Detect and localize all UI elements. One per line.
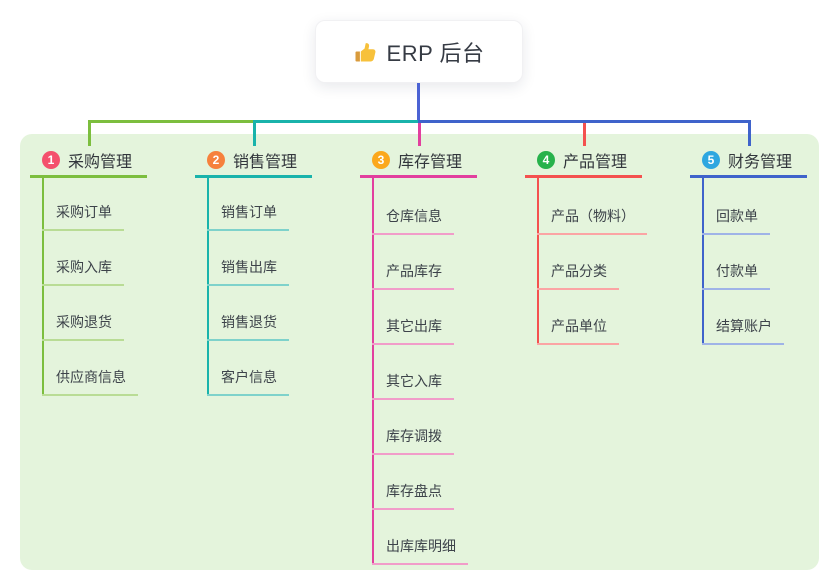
branch-label: 采购管理 [68,154,133,171]
child-node[interactable]: 客户信息 [207,367,289,396]
bus-segment-line [253,120,418,123]
branch-number-badge: 3 [372,151,390,169]
bus-segment-line [88,120,253,123]
branch-label: 销售管理 [233,154,298,171]
branch-drop-line [253,120,256,146]
root-connector-line [417,83,420,120]
branch-spine-line [537,178,539,345]
branch-number-badge: 5 [702,151,720,169]
child-node[interactable]: 其它出库 [372,316,454,345]
child-node[interactable]: 产品单位 [537,316,619,345]
child-node[interactable]: 销售出库 [207,257,289,286]
branch-spine-line [372,178,374,565]
branch-drop-line [88,120,91,146]
child-node[interactable]: 采购退货 [42,312,124,341]
branch-number-badge: 1 [42,151,60,169]
branch-underline [195,175,312,178]
branch-label: 产品管理 [563,154,628,171]
branch-label: 库存管理 [398,154,463,171]
branch-spine-line [42,178,44,396]
branch-drop-line [583,120,586,146]
branch-drop-line [748,120,751,146]
branch-underline [690,175,807,178]
branch-node-2[interactable]: 2 销售管理 [207,150,298,171]
branch-node-3[interactable]: 3 库存管理 [372,150,463,171]
branch-drop-line [418,120,421,146]
child-node[interactable]: 其它入库 [372,371,454,400]
child-node[interactable]: 销售退货 [207,312,289,341]
branch-label: 财务管理 [728,154,793,171]
child-node[interactable]: 结算账户 [702,316,784,345]
root-node-label: ERP 后台 [386,40,485,66]
child-node[interactable]: 库存调拨 [372,426,454,455]
child-node[interactable]: 产品库存 [372,261,454,290]
child-node[interactable]: 仓库信息 [372,206,454,235]
child-node[interactable]: 供应商信息 [42,367,138,396]
branch-number-badge: 4 [537,151,555,169]
child-node[interactable]: 出库库明细 [372,536,468,565]
branch-spine-line [702,178,704,345]
child-node[interactable]: 回款单 [702,206,770,235]
bus-segment-line [418,120,751,123]
branch-underline [360,175,477,178]
child-node[interactable]: 付款单 [702,261,770,290]
branch-node-5[interactable]: 5 财务管理 [702,150,793,171]
branch-spine-line [207,178,209,396]
child-node[interactable]: 产品分类 [537,261,619,290]
child-node[interactable]: 采购入库 [42,257,124,286]
child-node[interactable]: 销售订单 [207,202,289,231]
branch-underline [525,175,642,178]
child-node[interactable]: 采购订单 [42,202,124,231]
branch-number-badge: 2 [207,151,225,169]
branch-node-4[interactable]: 4 产品管理 [537,150,628,171]
branch-underline [30,175,147,178]
branches-panel [20,134,819,570]
root-node[interactable]: ERP 后台 [315,20,523,83]
child-node[interactable]: 库存盘点 [372,481,454,510]
child-node[interactable]: 产品（物料） [537,206,647,235]
thumbs-up-icon [354,41,378,65]
branch-node-1[interactable]: 1 采购管理 [42,150,133,171]
